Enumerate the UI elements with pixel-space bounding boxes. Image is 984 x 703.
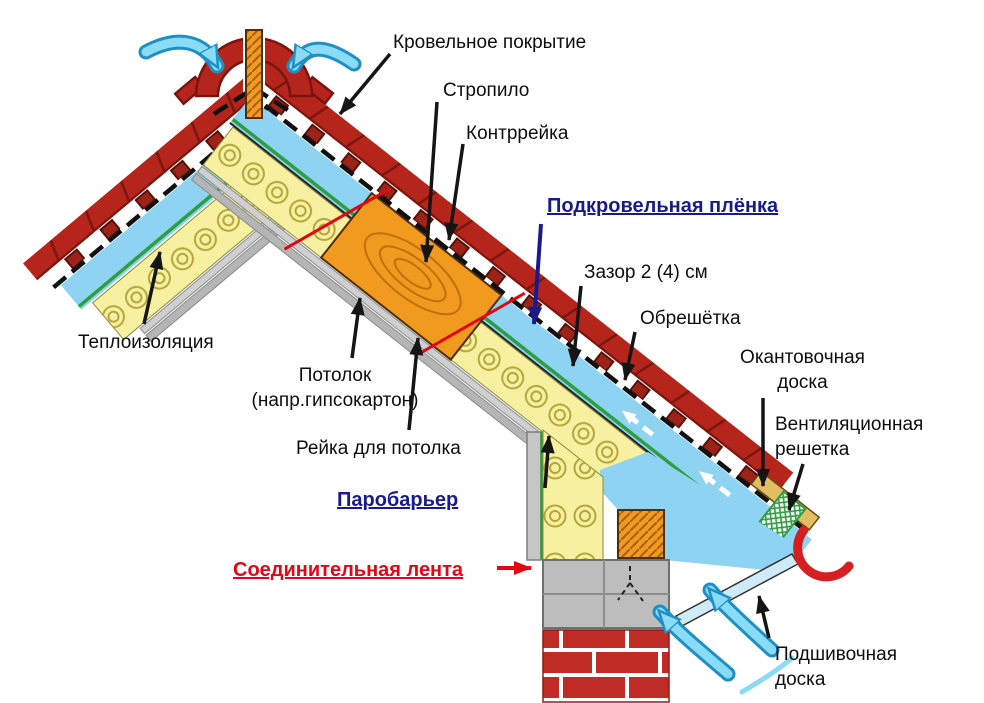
leader-ceiling	[350, 297, 365, 359]
label-lathing: Обрешётка	[640, 308, 741, 329]
leader-lathing	[621, 331, 637, 381]
leader-ceiling-batten	[407, 337, 424, 431]
battens	[257, 86, 772, 496]
leader-arrows	[142, 52, 805, 639]
label-soffit-board: Подшивочная доска	[775, 642, 955, 692]
leader-soffit-board	[756, 595, 771, 639]
wall-assembly	[526, 428, 670, 703]
leader-roof-cover	[338, 52, 392, 116]
leader-gap	[567, 285, 583, 367]
ridge-membrane	[212, 85, 296, 116]
label-vent-grille-line1: Вентиляционная	[775, 414, 924, 435]
label-underroof-film: Подкровельная плёнка	[547, 195, 779, 217]
label-counter-batten: Контррейка	[466, 123, 569, 144]
gutter	[793, 525, 854, 582]
label-ceiling-line2: (напр.гипсокартон)	[251, 390, 419, 411]
rafter-beam	[319, 191, 503, 362]
brick-wall	[542, 629, 670, 703]
label-edging-board-line2: доска	[777, 372, 828, 393]
wall-finish-strip	[526, 431, 542, 561]
label-vapor-barrier: Паробарьер	[337, 489, 459, 511]
left-battens	[47, 101, 261, 284]
ridge-cap	[194, 36, 314, 98]
ridge	[138, 29, 362, 119]
ridge-post	[245, 29, 263, 119]
leader-vapor-barrier	[540, 435, 555, 489]
label-soffit-board-line2: доска	[775, 669, 826, 690]
rafter-cut-line-left	[283, 186, 392, 251]
label-vent-grille-line2: решетка	[775, 439, 850, 460]
label-soffit-board-line1: Подшивочная	[775, 644, 898, 665]
left-roof-tiles	[23, 78, 258, 281]
roof-tiles	[251, 57, 794, 490]
airflow-in-channel	[621, 409, 732, 498]
wall-plate-wood-block	[617, 509, 665, 559]
label-roof-cover: Кровельное покрытие	[393, 32, 587, 53]
leader-vent-grille	[787, 463, 805, 511]
leader-underroof-film	[528, 223, 543, 325]
label-ceiling-batten: Рейка для потолка	[296, 438, 461, 459]
leader-counter-batten	[444, 143, 465, 241]
label-insulation: Теплоизоляция	[78, 332, 214, 353]
label-ceiling-line1: Потолок	[298, 365, 372, 386]
label-edging-board: Окантовочная доска	[705, 345, 900, 395]
label-rafter: Стропило	[443, 80, 530, 101]
leader-insulation	[142, 251, 164, 325]
leader-rafter	[420, 101, 439, 263]
label-ceiling: Потолок (напр.гипсокартон)	[230, 363, 440, 413]
label-edging-board-line1: Окантовочная	[740, 347, 865, 368]
eave-airflow	[652, 582, 795, 695]
rafter-cut-line-right	[417, 291, 526, 356]
label-gap: Зазор 2 (4) см	[584, 262, 708, 283]
ridge-airflow-right-arrow	[289, 49, 359, 71]
ridge-airflow-left-arrow	[141, 37, 222, 71]
label-connecting-tape: Соединительная лента	[233, 559, 464, 581]
right-roof-slope	[190, 57, 821, 565]
thermal-crack-mark	[617, 566, 644, 602]
label-vent-grille: Вентиляционная решетка	[775, 412, 975, 462]
